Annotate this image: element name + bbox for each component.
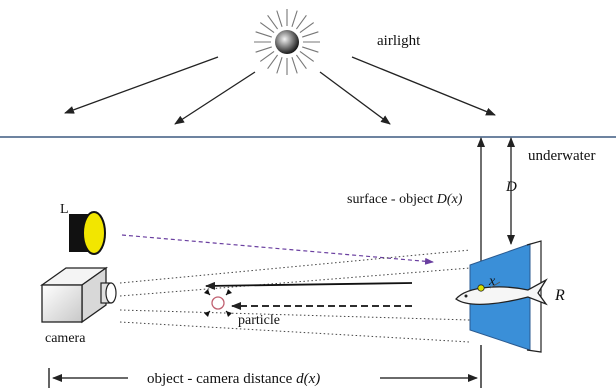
airlight-arrow xyxy=(64,56,219,114)
reflectance-label: R xyxy=(554,287,565,304)
particle-label: particle xyxy=(238,313,280,328)
surface-object-label: surface - object D(x) xyxy=(347,192,463,207)
airlight-arrow xyxy=(319,71,391,125)
airlight-arrow xyxy=(351,56,496,116)
airlight-arrow xyxy=(174,71,256,125)
underwater-label: underwater xyxy=(528,148,595,164)
airlight-arrows xyxy=(64,56,496,125)
lamp-beam-arrow xyxy=(121,234,434,265)
airlight-label: airlight xyxy=(377,33,421,49)
distance-arrow xyxy=(48,345,482,388)
dotted-ray xyxy=(119,249,471,284)
lamp-label: L xyxy=(60,202,69,217)
point-x-label: x xyxy=(488,274,496,289)
camera-icon xyxy=(39,266,117,324)
camera-label: camera xyxy=(45,331,86,346)
point-x-marker xyxy=(477,284,485,292)
direct-light-arrow xyxy=(205,281,413,290)
distance-label: object - camera distance d(x) xyxy=(147,371,320,387)
lamp-icon xyxy=(69,211,106,255)
depth-label: D xyxy=(505,179,517,195)
particle-icon xyxy=(204,289,232,317)
dotted-rays xyxy=(119,249,471,343)
sun-icon xyxy=(254,9,320,75)
